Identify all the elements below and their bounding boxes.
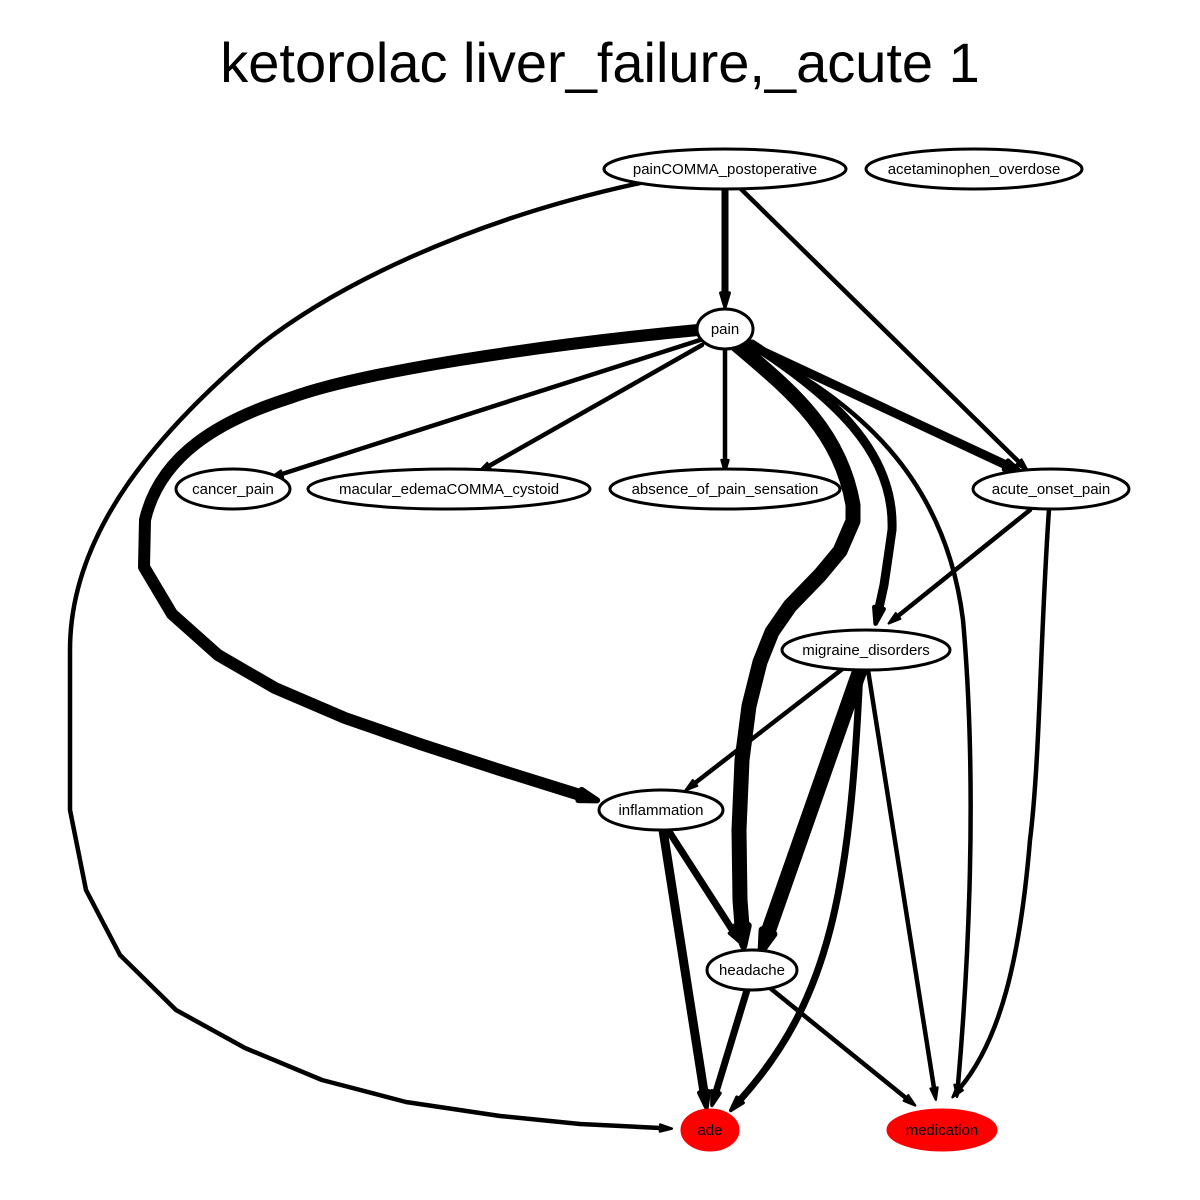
node-ellipse xyxy=(608,467,842,511)
node-ellipse xyxy=(597,788,725,832)
node-migraine: migraine_disorders xyxy=(780,628,952,672)
arrowhead-inflammation xyxy=(684,779,699,792)
edge-pain-to-medication xyxy=(745,343,973,1088)
node-label: painCOMMA_postoperative xyxy=(633,161,817,178)
node-acute-onset-pain: acute_onset_pain xyxy=(971,467,1131,511)
node-pain: pain xyxy=(695,307,755,351)
edge-pain-to-acute-onset-pain xyxy=(740,338,1011,470)
node-label: migraine_disorders xyxy=(802,642,930,659)
arrowhead-medication xyxy=(951,1084,964,1099)
edge-pain-to-macular-edema xyxy=(486,342,705,469)
arrowhead-pain xyxy=(719,291,731,309)
node-label: headache xyxy=(719,962,785,979)
arrowhead-absence-pain xyxy=(720,458,730,474)
node-ellipse xyxy=(680,1108,740,1152)
node-inflammation: inflammation xyxy=(597,788,725,832)
arrowhead-ade xyxy=(710,1089,722,1108)
arrowhead-ade xyxy=(697,1089,711,1111)
node-ellipse xyxy=(306,467,592,511)
node-ellipse xyxy=(971,467,1131,511)
arrowhead-headache xyxy=(757,926,778,955)
edge-inflammation-to-ade xyxy=(658,825,709,1097)
edge-pain-postoperative-to-ade xyxy=(67,180,663,1131)
node-label: pain xyxy=(711,321,739,338)
edge-headache-to-medication xyxy=(767,985,909,1101)
node-layer: painCOMMA_postoperative acetaminophen_ove… xyxy=(174,147,1131,1152)
node-label: inflammation xyxy=(618,802,703,819)
node-label: acetaminophen_overdose xyxy=(888,161,1061,178)
node-label: acute_onset_pain xyxy=(992,481,1110,498)
edge-pain-postoperative-to-acute-onset-pain xyxy=(737,185,1022,465)
edge-pain-to-headache xyxy=(729,337,861,934)
arrowhead-medication xyxy=(902,1094,917,1107)
edge-migraine-to-ade xyxy=(736,666,864,1104)
edge-pain-to-cancer-pain xyxy=(279,337,703,477)
node-label: cancer_pain xyxy=(192,481,274,498)
arrowhead-inflammation xyxy=(575,786,601,804)
node-ellipse xyxy=(695,307,755,351)
edge-pain-to-inflammation xyxy=(138,324,704,801)
node-macular-edema: macular_edemaCOMMA_cystoid xyxy=(306,467,592,511)
diagram-title: ketorolac liver_failure,_acute 1 xyxy=(220,31,980,94)
edge-migraine-to-medication xyxy=(865,667,937,1091)
arrowhead-acute-onset-pain xyxy=(1015,458,1029,472)
node-ellipse xyxy=(602,147,848,191)
node-label: absence_of_pain_sensation xyxy=(632,481,819,498)
arrowhead-ade xyxy=(728,1095,745,1113)
node-label: medication xyxy=(906,1122,979,1139)
arrowhead-ade xyxy=(658,1123,674,1133)
edge-acute-onset-pain-to-medication xyxy=(957,506,1052,1091)
node-ellipse xyxy=(705,948,799,992)
node-label: ade xyxy=(697,1122,722,1139)
arrowhead-migraine xyxy=(887,612,902,625)
edge-headache-to-ade xyxy=(712,986,751,1096)
edge-layer xyxy=(67,180,1052,1133)
edge-inflammation-to-headache xyxy=(664,826,737,935)
node-ade: ade xyxy=(680,1108,740,1152)
arrowhead-medication xyxy=(929,1086,939,1101)
edge-acute-onset-pain-to-migraine xyxy=(895,507,1033,619)
node-medication: medication xyxy=(886,1108,998,1152)
node-headache: headache xyxy=(705,948,799,992)
node-label: macular_edemaCOMMA_cystoid xyxy=(339,481,559,498)
arrowhead-headache xyxy=(727,926,743,945)
node-ellipse xyxy=(886,1108,998,1152)
arrowhead-migraine xyxy=(872,604,886,626)
node-cancer-pain: cancer_pain xyxy=(174,467,292,511)
edge-migraine-to-inflammation xyxy=(692,664,848,786)
node-ellipse xyxy=(780,628,952,672)
node-ellipse xyxy=(864,147,1084,191)
node-absence-pain: absence_of_pain_sensation xyxy=(608,467,842,511)
edge-migraine-to-headache xyxy=(760,662,868,940)
node-pain-postoperative: painCOMMA_postoperative xyxy=(602,147,848,191)
node-ellipse xyxy=(174,467,292,511)
node-acetaminophen-overdose: acetaminophen_overdose xyxy=(864,147,1084,191)
